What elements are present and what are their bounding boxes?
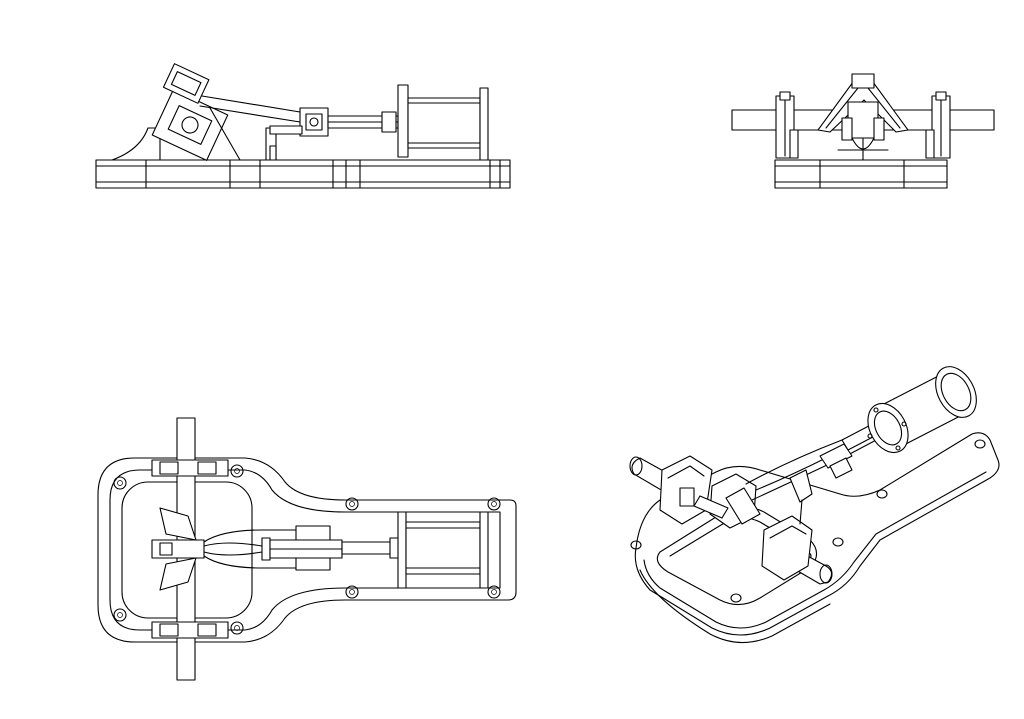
plan-frame-outer bbox=[97, 457, 517, 643]
cylinder-flange-rear-plan bbox=[479, 511, 489, 589]
link-upper bbox=[295, 525, 331, 541]
plan-frame-inner bbox=[109, 469, 501, 631]
tool-head-side bbox=[151, 63, 229, 161]
base-frame-side bbox=[95, 159, 511, 189]
end-elevation-view bbox=[731, 73, 995, 189]
cylinder-body-plan bbox=[405, 521, 481, 575]
plan-view bbox=[97, 417, 517, 681]
isometric-view bbox=[629, 366, 1000, 644]
base-frame-end bbox=[774, 159, 948, 189]
cylinder-body-side bbox=[407, 97, 481, 149]
cylinder-flange-front bbox=[397, 84, 409, 158]
cylinder-flange-front-plan bbox=[397, 511, 407, 589]
side-elevation-view bbox=[95, 63, 511, 189]
iso-cylinder-flange-rear bbox=[935, 366, 977, 418]
cylinder-flange-rear bbox=[479, 87, 489, 161]
mounting-holes bbox=[113, 464, 501, 635]
